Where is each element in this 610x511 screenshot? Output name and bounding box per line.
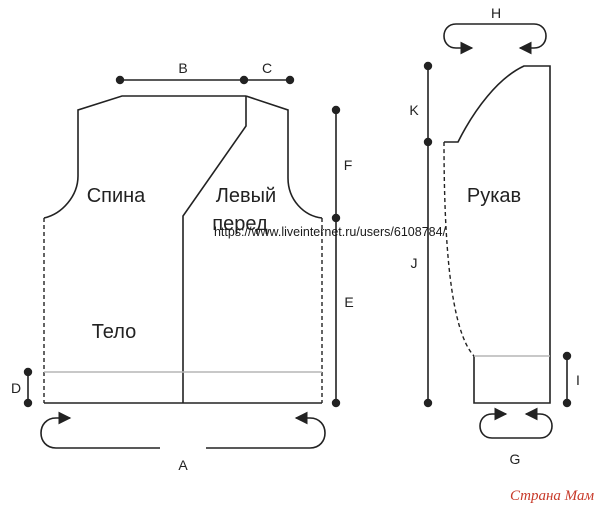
label-D: D	[11, 380, 21, 396]
label-A: A	[178, 457, 188, 473]
dim-dot	[562, 398, 572, 408]
arrow-H	[443, 23, 547, 55]
dim-dot	[423, 137, 433, 147]
dim-dot	[239, 75, 249, 85]
label-C: C	[262, 60, 272, 76]
label-left-front-line1: Левый	[216, 185, 276, 207]
dim-dot	[423, 398, 433, 408]
label-F: F	[344, 157, 353, 173]
label-body: Тело	[92, 321, 137, 343]
dim-dot	[331, 398, 341, 408]
sleeve-cap-line	[444, 65, 551, 404]
label-I: I	[576, 372, 580, 388]
label-left-front-line2: перед	[212, 213, 268, 235]
front-armhole-line	[245, 95, 323, 219]
sleeve-underarm-seam	[443, 141, 475, 357]
label-B: B	[178, 60, 187, 76]
watermark-site: Страна Мам	[510, 488, 595, 504]
dim-dot	[331, 105, 341, 115]
circumference-arrows	[40, 23, 553, 449]
label-back: Спина	[87, 185, 146, 207]
label-sleeve: Рукав	[467, 185, 521, 207]
front-neck-line	[182, 96, 247, 403]
dim-dot	[115, 75, 125, 85]
dim-dot	[562, 351, 572, 361]
label-K: K	[409, 102, 419, 118]
back-armhole-line	[43, 95, 246, 219]
arrow-A-left	[40, 411, 160, 449]
label-E: E	[344, 294, 353, 310]
dim-dot	[423, 61, 433, 71]
dim-dot	[23, 367, 33, 377]
label-J: J	[411, 255, 418, 271]
vest-outline	[43, 95, 323, 404]
label-H: H	[491, 5, 501, 21]
dim-dot	[285, 75, 295, 85]
sleeve-outline	[444, 65, 551, 404]
watermark-url: https://www.liveinternet.ru/users/610878…	[214, 225, 447, 239]
label-G: G	[510, 451, 521, 467]
dim-dot	[331, 213, 341, 223]
dimension-lines	[23, 61, 572, 408]
dim-dot	[23, 398, 33, 408]
arrow-A-right	[206, 411, 326, 449]
arrow-G	[479, 407, 553, 439]
